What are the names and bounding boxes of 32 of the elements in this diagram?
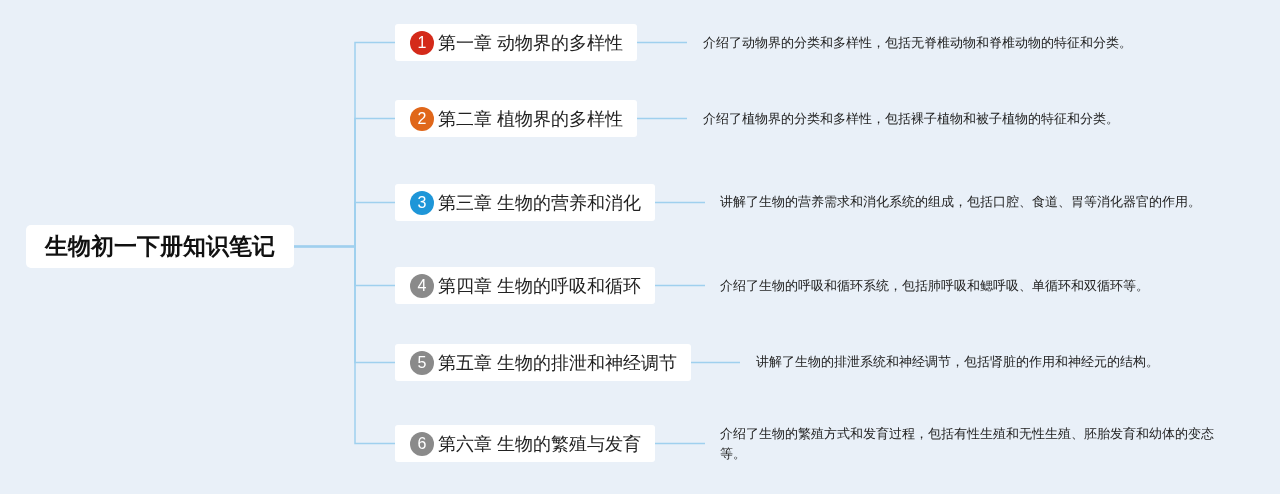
chapter-description: 讲解了生物的营养需求和消化系统的组成，包括口腔、食道、胃等消化器官的作用。 — [720, 182, 1230, 222]
root-topic-box: 生物初一下册知识笔记 — [26, 225, 294, 268]
number-badge: 6 — [410, 431, 434, 456]
connector-line — [636, 117, 688, 120]
number-badge: 3 — [410, 190, 434, 215]
chapter-description: 介绍了生物的呼吸和循环系统，包括肺呼吸和鳃呼吸、单循环和双循环等。 — [720, 276, 1220, 296]
chapter-description: 介绍了动物界的分类和多样性，包括无脊椎动物和脊椎动物的特征和分类。 — [703, 33, 1223, 53]
chapter-description: 介绍了生物的繁殖方式和发育过程，包括有性生殖和无性生殖、胚胎发育和幼体的变态等。 — [720, 424, 1230, 464]
chapter-topic-box — [395, 24, 637, 61]
chapter-topic-box — [395, 425, 655, 462]
connector-line — [636, 41, 688, 44]
number-badge: 1 — [410, 30, 434, 55]
chapter-title: 第三章 生物的营养和消化 — [438, 191, 641, 215]
connector-line — [654, 201, 706, 204]
number-badge: 2 — [410, 106, 434, 131]
number-badge: 5 — [410, 350, 434, 375]
chapter-description: 讲解了生物的排泄系统和神经调节，包括肾脏的作用和神经元的结构。 — [756, 352, 1216, 372]
chapter-topic-box — [395, 267, 655, 304]
chapter-topic-box — [395, 100, 637, 137]
chapter-topic-box — [395, 344, 691, 381]
number-badge: 4 — [410, 273, 434, 298]
chapter-title: 第六章 生物的繁殖与发育 — [438, 432, 641, 456]
chapter-topic-box — [395, 184, 655, 221]
chapter-title: 第二章 植物界的多样性 — [438, 107, 623, 131]
chapter-title: 第四章 生物的呼吸和循环 — [438, 274, 641, 298]
connector-line — [654, 442, 706, 445]
chapter-description: 介绍了植物界的分类和多样性，包括裸子植物和被子植物的特征和分类。 — [703, 109, 1223, 129]
connector-line — [654, 284, 706, 287]
connector-line — [690, 361, 741, 364]
connector-line — [293, 245, 396, 445]
chapter-title: 第一章 动物界的多样性 — [438, 31, 623, 55]
chapter-title: 第五章 生物的排泄和神经调节 — [438, 351, 677, 375]
